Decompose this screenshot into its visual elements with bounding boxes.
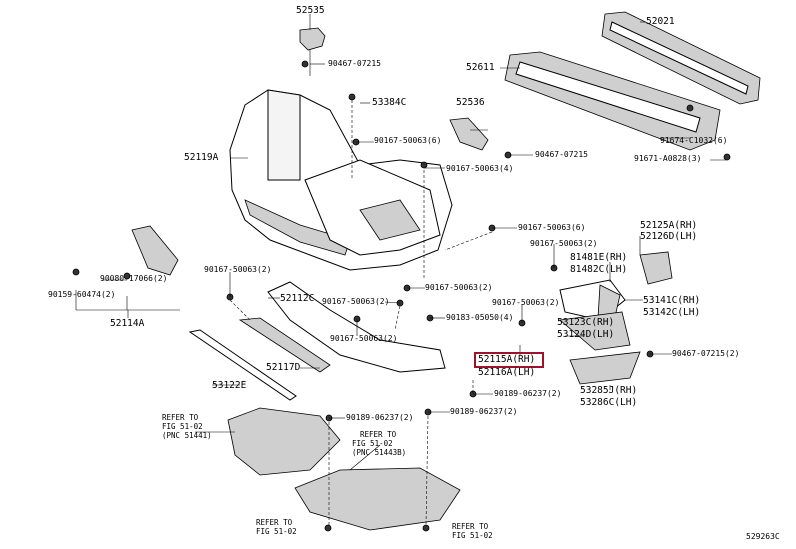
label-90183-05050[interactable]: 90183-05050(4) [446,313,514,322]
label-53122E[interactable]: 53122E [212,380,247,391]
refer-note-line: FIG 51-02 [352,439,393,448]
bracket-52535 [299,27,326,68]
label-52125A[interactable]: 52125A(RH) [640,220,698,231]
refer-note-line: REFER TO [452,522,489,531]
label-81482C[interactable]: 81482C(LH) [570,264,628,275]
under-cover-51441 [227,407,341,476]
refer-note-51443B[interactable]: REFER TO FIG 51-02 (PNC 51443B) [352,430,406,457]
refer-note-line: (PNC 51441) [162,431,212,440]
bracket-53123C [559,311,631,351]
refer-note-line: REFER TO [256,518,293,527]
label-90080-17066[interactable]: 90080-17066(2) [100,274,168,283]
label-52021[interactable]: 52021 [646,16,675,27]
refer-note-bottom-right[interactable]: REFER TO FIG 51-02 [452,522,493,540]
label-91674-C1032[interactable]: 91674-C1032(6) [660,136,728,145]
label-90467-07215-b[interactable]: 90467-07215 [535,150,588,159]
refer-note-51441[interactable]: REFER TO FIG 51-02 (PNC 51441) [162,413,212,440]
refer-note-line: REFER TO [360,430,397,439]
highlight-box-52115A [474,352,544,368]
label-90167-50063-2-c[interactable]: 90167-50063(2) [425,283,493,292]
label-90167-50063-2-e[interactable]: 90167-50063(2) [492,298,560,307]
label-90167-50063-2-a[interactable]: 90167-50063(2) [530,239,598,248]
reinforcement-52021 [601,11,761,105]
label-90167-50063-2-b[interactable]: 90167-50063(2) [204,265,272,274]
refer-note-bottom-left[interactable]: REFER TO FIG 51-02 [256,518,297,536]
absorber-52611 [504,51,721,151]
label-90467-07215-a[interactable]: 90467-07215 [328,59,381,68]
label-90189-06237-2-b[interactable]: 90189-06237(2) [346,413,414,422]
refer-note-line: FIG 51-02 [452,531,493,540]
label-53384C[interactable]: 53384C [372,97,407,108]
label-53286C[interactable]: 53286C(LH) [580,397,638,408]
label-53141C[interactable]: 53141C(RH) [643,295,701,306]
label-90159-60474[interactable]: 90159-60474(2) [48,290,116,299]
label-52112C[interactable]: 52112C [280,293,315,304]
label-90167-50063-4-a[interactable]: 90167-50063(4) [446,164,514,173]
label-53124D[interactable]: 53124D(LH) [557,329,615,340]
label-53123C[interactable]: 53123C(RH) [557,317,615,328]
under-cover-51443B [294,467,461,531]
label-52611[interactable]: 52611 [466,62,495,73]
refer-note-line: REFER TO [162,413,199,422]
bumper-cover-52119A [229,89,453,271]
label-90167-50063-6-a[interactable]: 90167-50063(6) [374,136,442,145]
label-52535[interactable]: 52535 [296,5,325,16]
bracket-52536 [449,117,489,151]
label-90189-06237-2-c[interactable]: 90189-06237(2) [450,407,518,416]
bracket-52114A [131,225,179,276]
refer-note-line: FIG 51-02 [162,422,203,431]
label-90467-07215-2[interactable]: 90467-07215(2) [672,349,740,358]
label-90167-50063-2-d[interactable]: 90167-50063(2) [322,297,390,306]
label-81481E[interactable]: 81481E(RH) [570,252,628,263]
label-52126D[interactable]: 52126D(LH) [640,231,698,242]
label-52117D[interactable]: 52117D [266,362,301,373]
label-90167-50063-2-f[interactable]: 90167-50063(2) [330,334,398,343]
diagram-id: 529263C [746,532,780,541]
label-52119A[interactable]: 52119A [184,152,219,163]
refer-note-line: (PNC 51443B) [352,448,407,457]
lower-grille-52112C [238,281,446,373]
label-53285J[interactable]: 53285J(RH) [580,385,638,396]
bracket-53285J [569,351,641,385]
refer-note-line: FIG 51-02 [256,527,297,536]
label-52116A[interactable]: 52116A(LH) [478,367,536,378]
label-52536[interactable]: 52536 [456,97,485,108]
fasteners [72,93,731,532]
label-52114A[interactable]: 52114A [110,318,145,329]
label-91671-A0828[interactable]: 91671-A0828(3) [634,154,702,163]
label-90189-06237-2-a[interactable]: 90189-06237(2) [494,389,562,398]
label-90167-50063-6-b[interactable]: 90167-50063(6) [518,223,586,232]
retainer-52125A [639,251,673,285]
label-52115A[interactable]: 52115A(RH) [478,354,536,365]
label-53142C[interactable]: 53142C(LH) [643,307,701,318]
spoiler-53122E [188,329,297,401]
leader-lines [75,14,727,526]
